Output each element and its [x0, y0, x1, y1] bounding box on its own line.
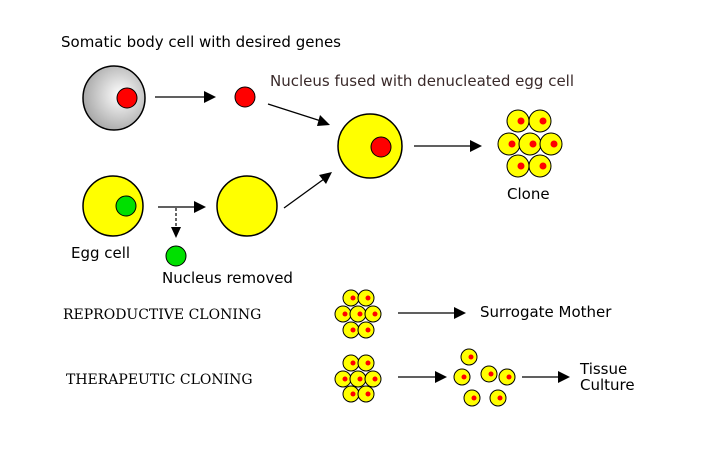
arrow-to-surrogate — [398, 307, 466, 319]
clone-label: Clone — [507, 185, 550, 203]
small-cell — [498, 368, 516, 386]
dispersed-cells — [453, 348, 516, 407]
small-cell — [364, 370, 382, 388]
small-cell — [489, 389, 507, 407]
arrow-fused-to-clone — [414, 140, 482, 152]
small-cell — [539, 132, 563, 156]
egg-nucleus — [115, 195, 137, 217]
small-cell — [342, 321, 360, 339]
extracted-nucleus — [234, 86, 256, 108]
fused-cell — [337, 113, 403, 179]
reproductive-cloning-label: REPRODUCTIVE CLONING — [63, 307, 261, 323]
enucleated-egg — [216, 175, 278, 237]
fused-nucleus — [370, 136, 392, 158]
small-cell — [497, 132, 521, 156]
clone-cluster — [497, 109, 563, 178]
tissue-culture-label-line2: Culture — [580, 376, 635, 394]
arrow-nucleus-to-fused — [267, 103, 330, 126]
small-cell — [460, 348, 478, 366]
somatic-cell-label: Somatic body cell with desired genes — [61, 33, 341, 51]
arrow-somatic-to-nucleus — [155, 91, 216, 103]
reproductive-cluster — [334, 289, 382, 339]
small-cell — [334, 370, 352, 388]
arrow-to-tissue — [522, 371, 570, 383]
somatic-nucleus — [116, 87, 138, 109]
small-cell — [364, 305, 382, 323]
small-cell — [480, 365, 498, 383]
somatic-cell — [82, 65, 146, 131]
fused-label: Nucleus fused with denucleated egg cell — [270, 72, 574, 90]
arrow-enucleated-to-fused — [283, 172, 332, 209]
tissue-culture-label-line1: Tissue — [579, 360, 627, 378]
small-cell — [342, 385, 360, 403]
arrow-egg-to-enucleated — [158, 201, 206, 213]
egg-cell-label: Egg cell — [71, 244, 130, 262]
small-cell — [528, 109, 552, 133]
small-cell — [357, 385, 375, 403]
arrow-to-dispersed — [398, 371, 447, 383]
small-cell — [357, 289, 375, 307]
removed-nucleus — [165, 245, 187, 267]
egg-cell — [82, 175, 144, 237]
small-cell — [463, 389, 481, 407]
therapeutic-cloning-label: THERAPEUTIC CLONING — [66, 372, 253, 388]
small-cell — [506, 154, 530, 178]
therapeutic-cluster — [334, 354, 382, 403]
small-cell — [357, 354, 375, 372]
surrogate-mother-label: Surrogate Mother — [480, 303, 612, 321]
small-cell — [349, 370, 367, 388]
small-cell — [342, 354, 360, 372]
nucleus-removed-label: Nucleus removed — [162, 269, 293, 287]
arrow-nucleus-removal — [171, 208, 181, 238]
small-cell — [453, 368, 471, 386]
small-cell — [528, 154, 552, 178]
small-cell — [342, 289, 360, 307]
small-cell — [334, 305, 352, 323]
small-cell — [506, 109, 530, 133]
small-cell — [357, 321, 375, 339]
small-cell — [349, 305, 367, 323]
small-cell — [518, 132, 542, 156]
